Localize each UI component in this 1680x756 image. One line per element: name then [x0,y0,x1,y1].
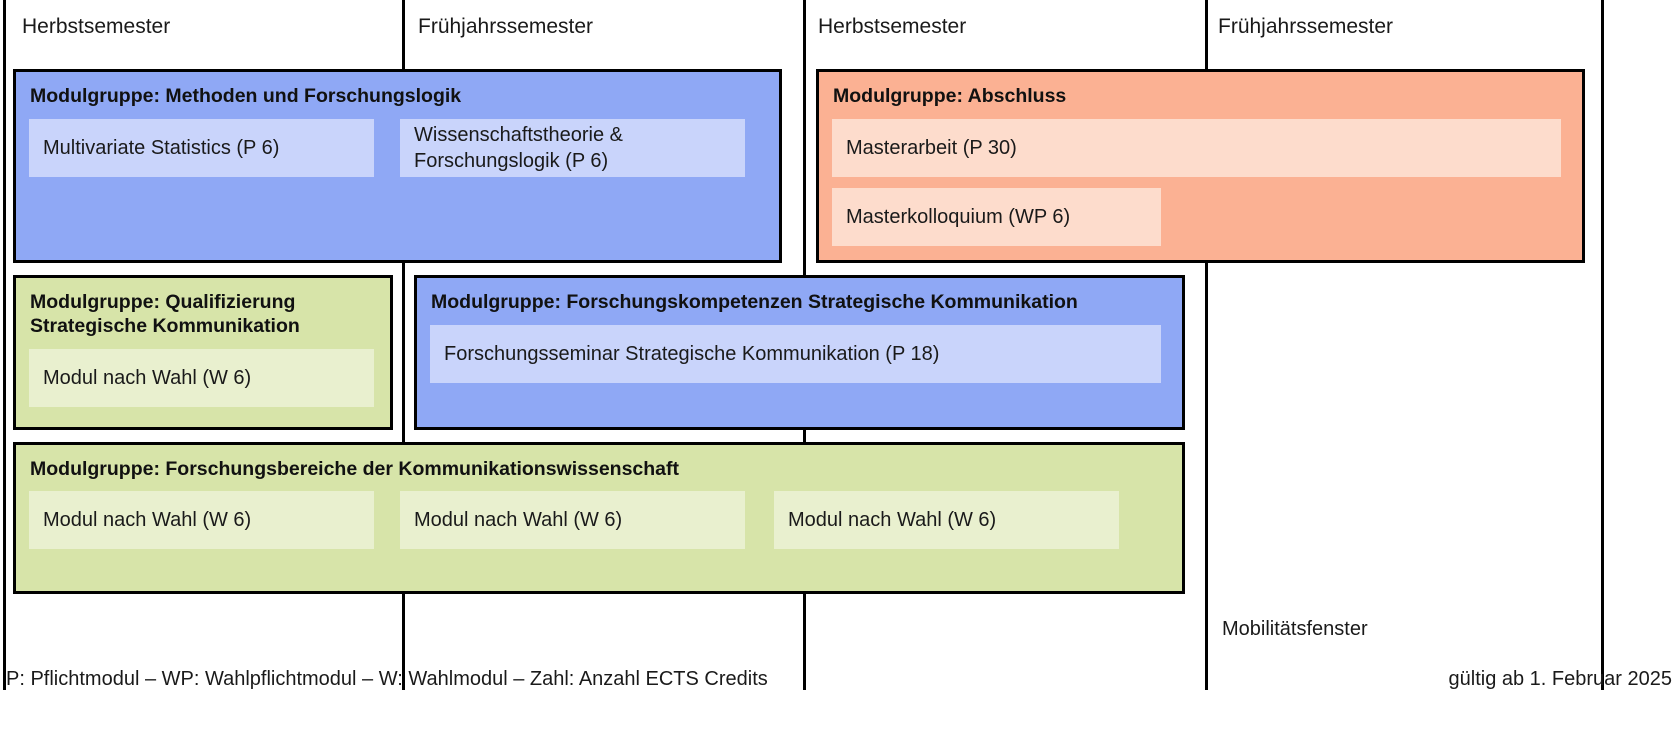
module-nach-wahl-qualifizierung[interactable]: Modul nach Wahl (W 6) [29,349,374,407]
module-wissenschaftstheorie[interactable]: Wissenschaftstheorie & Forschungslogik (… [400,119,745,177]
module-group-title: Modulgruppe: Forschungsbereiche der Komm… [30,458,680,480]
module-group-forschungsbereiche[interactable]: Modulgruppe: Forschungsbereiche der Komm… [13,442,1185,594]
frame-line-left [3,0,6,690]
module-group-title: Modulgruppe: Abschluss [833,85,1067,107]
module-group-methoden[interactable]: Modulgruppe: Methoden und Forschungslogi… [13,69,782,263]
column-header-3: Herbstsemester [818,15,967,38]
legend-text: P: Pflichtmodul – WP: Wahlpflichtmodul –… [6,668,768,690]
module-masterkolloquium[interactable]: Masterkolloquium (WP 6) [832,188,1161,246]
mobility-window-label: Mobilitätsfenster [1222,618,1368,640]
module-nach-wahl-3[interactable]: Modul nach Wahl (W 6) [774,491,1119,549]
column-header-1: Herbstsemester [22,15,171,38]
module-multivariate-statistics[interactable]: Multivariate Statistics (P 6) [29,119,374,177]
module-group-title: Modulgruppe: Qualifizierung Strategische… [30,291,300,337]
column-divider-3 [1205,0,1208,690]
module-group-abschluss[interactable]: Modulgruppe: Abschluss Masterarbeit (P 3… [816,69,1585,263]
column-divider-1 [402,0,405,690]
module-group-title: Modulgruppe: Methoden und Forschungslogi… [30,85,462,107]
module-nach-wahl-1[interactable]: Modul nach Wahl (W 6) [29,491,374,549]
module-group-forschungskompetenzen[interactable]: Modulgruppe: Forschungskompetenzen Strat… [414,275,1185,430]
column-header-2: Frühjahrssemester [418,15,594,38]
column-header-4: Frühjahrssemester [1218,15,1394,38]
module-masterarbeit[interactable]: Masterarbeit (P 30) [832,119,1561,177]
validity-text: gültig ab 1. Februar 2025 [1448,668,1673,690]
module-forschungsseminar[interactable]: Forschungsseminar Strategische Kommunika… [430,325,1161,383]
module-group-qualifizierung[interactable]: Modulgruppe: Qualifizierung Strategische… [13,275,393,430]
frame-line-right [1601,0,1604,690]
module-group-title: Modulgruppe: Forschungskompetenzen Strat… [431,291,1078,313]
module-nach-wahl-2[interactable]: Modul nach Wahl (W 6) [400,491,745,549]
